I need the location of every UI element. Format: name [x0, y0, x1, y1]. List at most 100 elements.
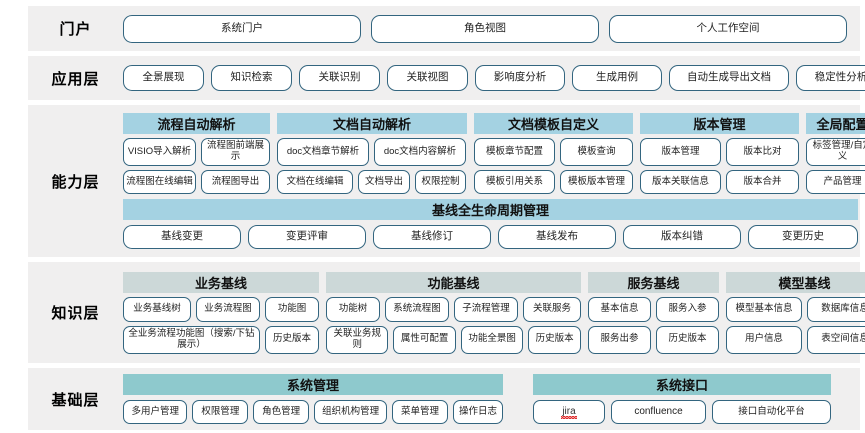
capability-group-0-row-1: 流程图在线编辑 流程图导出: [123, 170, 270, 194]
knowledge-group-2-row-0: 基本信息 服务入参: [588, 296, 719, 322]
knowledge-group-0: 业务基线 业务基线树 业务流程图 功能图 全业务流程功能图（搜索/下钻展示） 历…: [123, 271, 319, 354]
layer-label-foundation: 基础层: [51, 391, 100, 409]
knowledge-item-3-0-1[interactable]: 数据库信息: [807, 296, 865, 322]
knowledge-item-1-1-2[interactable]: 功能全景图: [460, 325, 524, 354]
layer-label-portal: 门户: [59, 21, 92, 38]
capability-group-0-row-0: VISIO导入解析 流程图前端展示: [123, 138, 270, 166]
knowledge-item-3-1-1[interactable]: 表空间信息: [807, 325, 865, 354]
foundation-item-0-3[interactable]: 组织机构管理: [314, 400, 388, 424]
capability-group-1-grid: doc文档章节解析 doc文档内容解析 文档在线编辑 文档导出 权限控制: [277, 138, 467, 194]
knowledge-item-3-1-0[interactable]: 用户信息: [726, 325, 802, 354]
knowledge-item-2-1-0[interactable]: 服务出参: [588, 325, 651, 354]
capability-group-2-header: 文档模板自定义: [474, 113, 633, 134]
knowledge-item-0-0-2[interactable]: 功能图: [265, 296, 319, 322]
layer-body-foundation: 系统管理 多用户管理 权限管理 角色管理 组织机构管理 菜单管理 操作日志 系统…: [123, 368, 860, 430]
capability-item-2-1-0[interactable]: 模板引用关系: [474, 170, 555, 194]
baseline-item-5[interactable]: 变更历史: [748, 225, 858, 249]
foundation-group-1: 系统接口 jira confluence 接口自动化平台: [533, 374, 831, 424]
capability-item-1-0-0[interactable]: doc文档章节解析: [277, 138, 369, 166]
knowledge-item-1-0-3[interactable]: 关联服务: [523, 296, 581, 322]
baseline-item-4[interactable]: 版本纠错: [623, 225, 741, 249]
knowledge-item-2-0-0[interactable]: 基本信息: [588, 296, 651, 322]
portal-item-2[interactable]: 个人工作空间: [609, 14, 847, 43]
capability-group-2-row-0: 模板章节配置 模板查询: [474, 138, 633, 166]
application-item-7[interactable]: 稳定性分析: [796, 65, 865, 91]
knowledge-item-1-1-1[interactable]: 属性可配置: [393, 325, 456, 354]
capability-item-2-0-0[interactable]: 模板章节配置: [474, 138, 555, 166]
knowledge-item-2-0-1[interactable]: 服务入参: [656, 296, 719, 322]
knowledge-item-1-0-1[interactable]: 系统流程图: [385, 296, 449, 322]
application-item-6[interactable]: 自动生成导出文档: [669, 65, 789, 91]
capability-item-2-1-1[interactable]: 模板版本管理: [560, 170, 633, 194]
layer-row-portal: 门户 系统门户 角色视图 个人工作空间: [28, 6, 860, 51]
portal-item-0[interactable]: 系统门户: [123, 14, 361, 43]
capability-groups: 流程自动解析 VISIO导入解析 流程图前端展示 流程图在线编辑 流程图导出: [123, 113, 865, 194]
baseline-lifecycle-block: 基线全生命周期管理 基线变更 变更评审 基线修订 基线发布 版本纠错 变更历史: [123, 199, 858, 249]
portal-item-row: 系统门户 角色视图 个人工作空间: [123, 14, 852, 43]
application-item-1[interactable]: 知识检索: [211, 65, 292, 91]
capability-group-4-header: 全局配置: [806, 113, 865, 134]
capability-item-4-0-0[interactable]: 标签管理/自定义: [806, 138, 865, 166]
knowledge-group-1-row-1: 关联业务规则 属性可配置 功能全景图 历史版本: [326, 325, 582, 354]
baseline-item-3[interactable]: 基线发布: [498, 225, 616, 249]
capability-item-2-0-1[interactable]: 模板查询: [560, 138, 633, 166]
foundation-item-1-2[interactable]: 接口自动化平台: [712, 400, 831, 424]
application-item-3[interactable]: 关联视图: [387, 65, 468, 91]
application-item-4[interactable]: 影响度分析: [475, 65, 565, 91]
knowledge-item-1-0-2[interactable]: 子流程管理: [454, 296, 518, 322]
capability-item-0-0-1[interactable]: 流程图前端展示: [201, 138, 270, 166]
capability-item-3-1-1[interactable]: 版本合并: [726, 170, 799, 194]
knowledge-item-1-1-0[interactable]: 关联业务规则: [326, 325, 389, 354]
foundation-item-1-1[interactable]: confluence: [611, 400, 706, 424]
capability-group-4: 全局配置 标签管理/自定义 产品管理: [806, 113, 865, 194]
capability-item-0-0-0[interactable]: VISIO导入解析: [123, 138, 196, 166]
application-item-2[interactable]: 关联识别: [299, 65, 380, 91]
capability-item-0-1-1[interactable]: 流程图导出: [201, 170, 270, 194]
knowledge-group-3-header: 模型基线: [726, 271, 865, 293]
baseline-item-2[interactable]: 基线修订: [373, 225, 491, 249]
knowledge-group-0-row-1: 全业务流程功能图（搜索/下钻展示） 历史版本: [123, 325, 319, 354]
foundation-item-0-2[interactable]: 角色管理: [253, 400, 310, 424]
knowledge-item-0-1-0[interactable]: 全业务流程功能图（搜索/下钻展示）: [123, 325, 260, 354]
knowledge-group-0-header: 业务基线: [123, 271, 319, 293]
baseline-lifecycle-header: 基线全生命周期管理: [123, 199, 858, 220]
capability-item-1-0-1[interactable]: doc文档内容解析: [374, 138, 466, 166]
knowledge-item-0-1-1[interactable]: 历史版本: [265, 325, 319, 354]
layer-label-application: 应用层: [51, 70, 100, 88]
foundation-item-0-1[interactable]: 权限管理: [192, 400, 249, 424]
capability-item-3-0-0[interactable]: 版本管理: [640, 138, 721, 166]
baseline-item-1[interactable]: 变更评审: [248, 225, 366, 249]
capability-item-3-1-0[interactable]: 版本关联信息: [640, 170, 721, 194]
capability-item-1-1-2[interactable]: 权限控制: [415, 170, 466, 194]
knowledge-item-1-0-0[interactable]: 功能树: [326, 296, 380, 322]
portal-item-1[interactable]: 角色视图: [371, 14, 599, 43]
foundation-item-0-5[interactable]: 操作日志: [452, 400, 503, 424]
capability-item-4-1-0[interactable]: 产品管理: [806, 170, 865, 194]
layer-row-knowledge: 知识层 业务基线 业务基线树 业务流程图 功能图 全业务流程功能图（搜索/下钻展…: [28, 262, 865, 363]
capability-item-1-1-1[interactable]: 文档导出: [358, 170, 410, 194]
knowledge-item-1-1-3[interactable]: 历史版本: [528, 325, 582, 354]
knowledge-group-1: 功能基线 功能树 系统流程图 子流程管理 关联服务 关联业务规则 属性可配置 功…: [326, 271, 582, 354]
application-item-0[interactable]: 全景展现: [123, 65, 204, 91]
knowledge-item-3-0-0[interactable]: 模型基本信息: [726, 296, 802, 322]
foundation-item-0-4[interactable]: 菜单管理: [392, 400, 448, 424]
application-item-5[interactable]: 生成用例: [572, 65, 662, 91]
knowledge-group-2-grid: 基本信息 服务入参 服务出参 历史版本: [588, 296, 719, 354]
foundation-item-1-0[interactable]: jira: [533, 400, 605, 424]
capability-group-1-row-1: 文档在线编辑 文档导出 权限控制: [277, 170, 467, 194]
knowledge-groups: 业务基线 业务基线树 业务流程图 功能图 全业务流程功能图（搜索/下钻展示） 历…: [123, 271, 865, 354]
capability-group-3: 版本管理 版本管理 版本比对 版本关联信息 版本合并: [640, 113, 799, 194]
knowledge-item-0-0-0[interactable]: 业务基线树: [123, 296, 191, 322]
capability-item-3-0-1[interactable]: 版本比对: [726, 138, 799, 166]
capability-group-4-row-0: 标签管理/自定义: [806, 138, 865, 166]
foundation-group-1-header: 系统接口: [533, 374, 831, 395]
capability-item-1-1-0[interactable]: 文档在线编辑: [277, 170, 353, 194]
capability-item-0-1-0[interactable]: 流程图在线编辑: [123, 170, 196, 194]
foundation-item-0-0[interactable]: 多用户管理: [123, 400, 188, 424]
layer-body-portal: 系统门户 角色视图 个人工作空间: [123, 6, 860, 51]
baseline-item-0[interactable]: 基线变更: [123, 225, 241, 249]
knowledge-item-0-0-1[interactable]: 业务流程图: [196, 296, 260, 322]
knowledge-item-2-1-1[interactable]: 历史版本: [656, 325, 719, 354]
foundation-group-0-row: 多用户管理 权限管理 角色管理 组织机构管理 菜单管理 操作日志: [123, 400, 503, 424]
knowledge-group-2-row-1: 服务出参 历史版本: [588, 325, 719, 354]
